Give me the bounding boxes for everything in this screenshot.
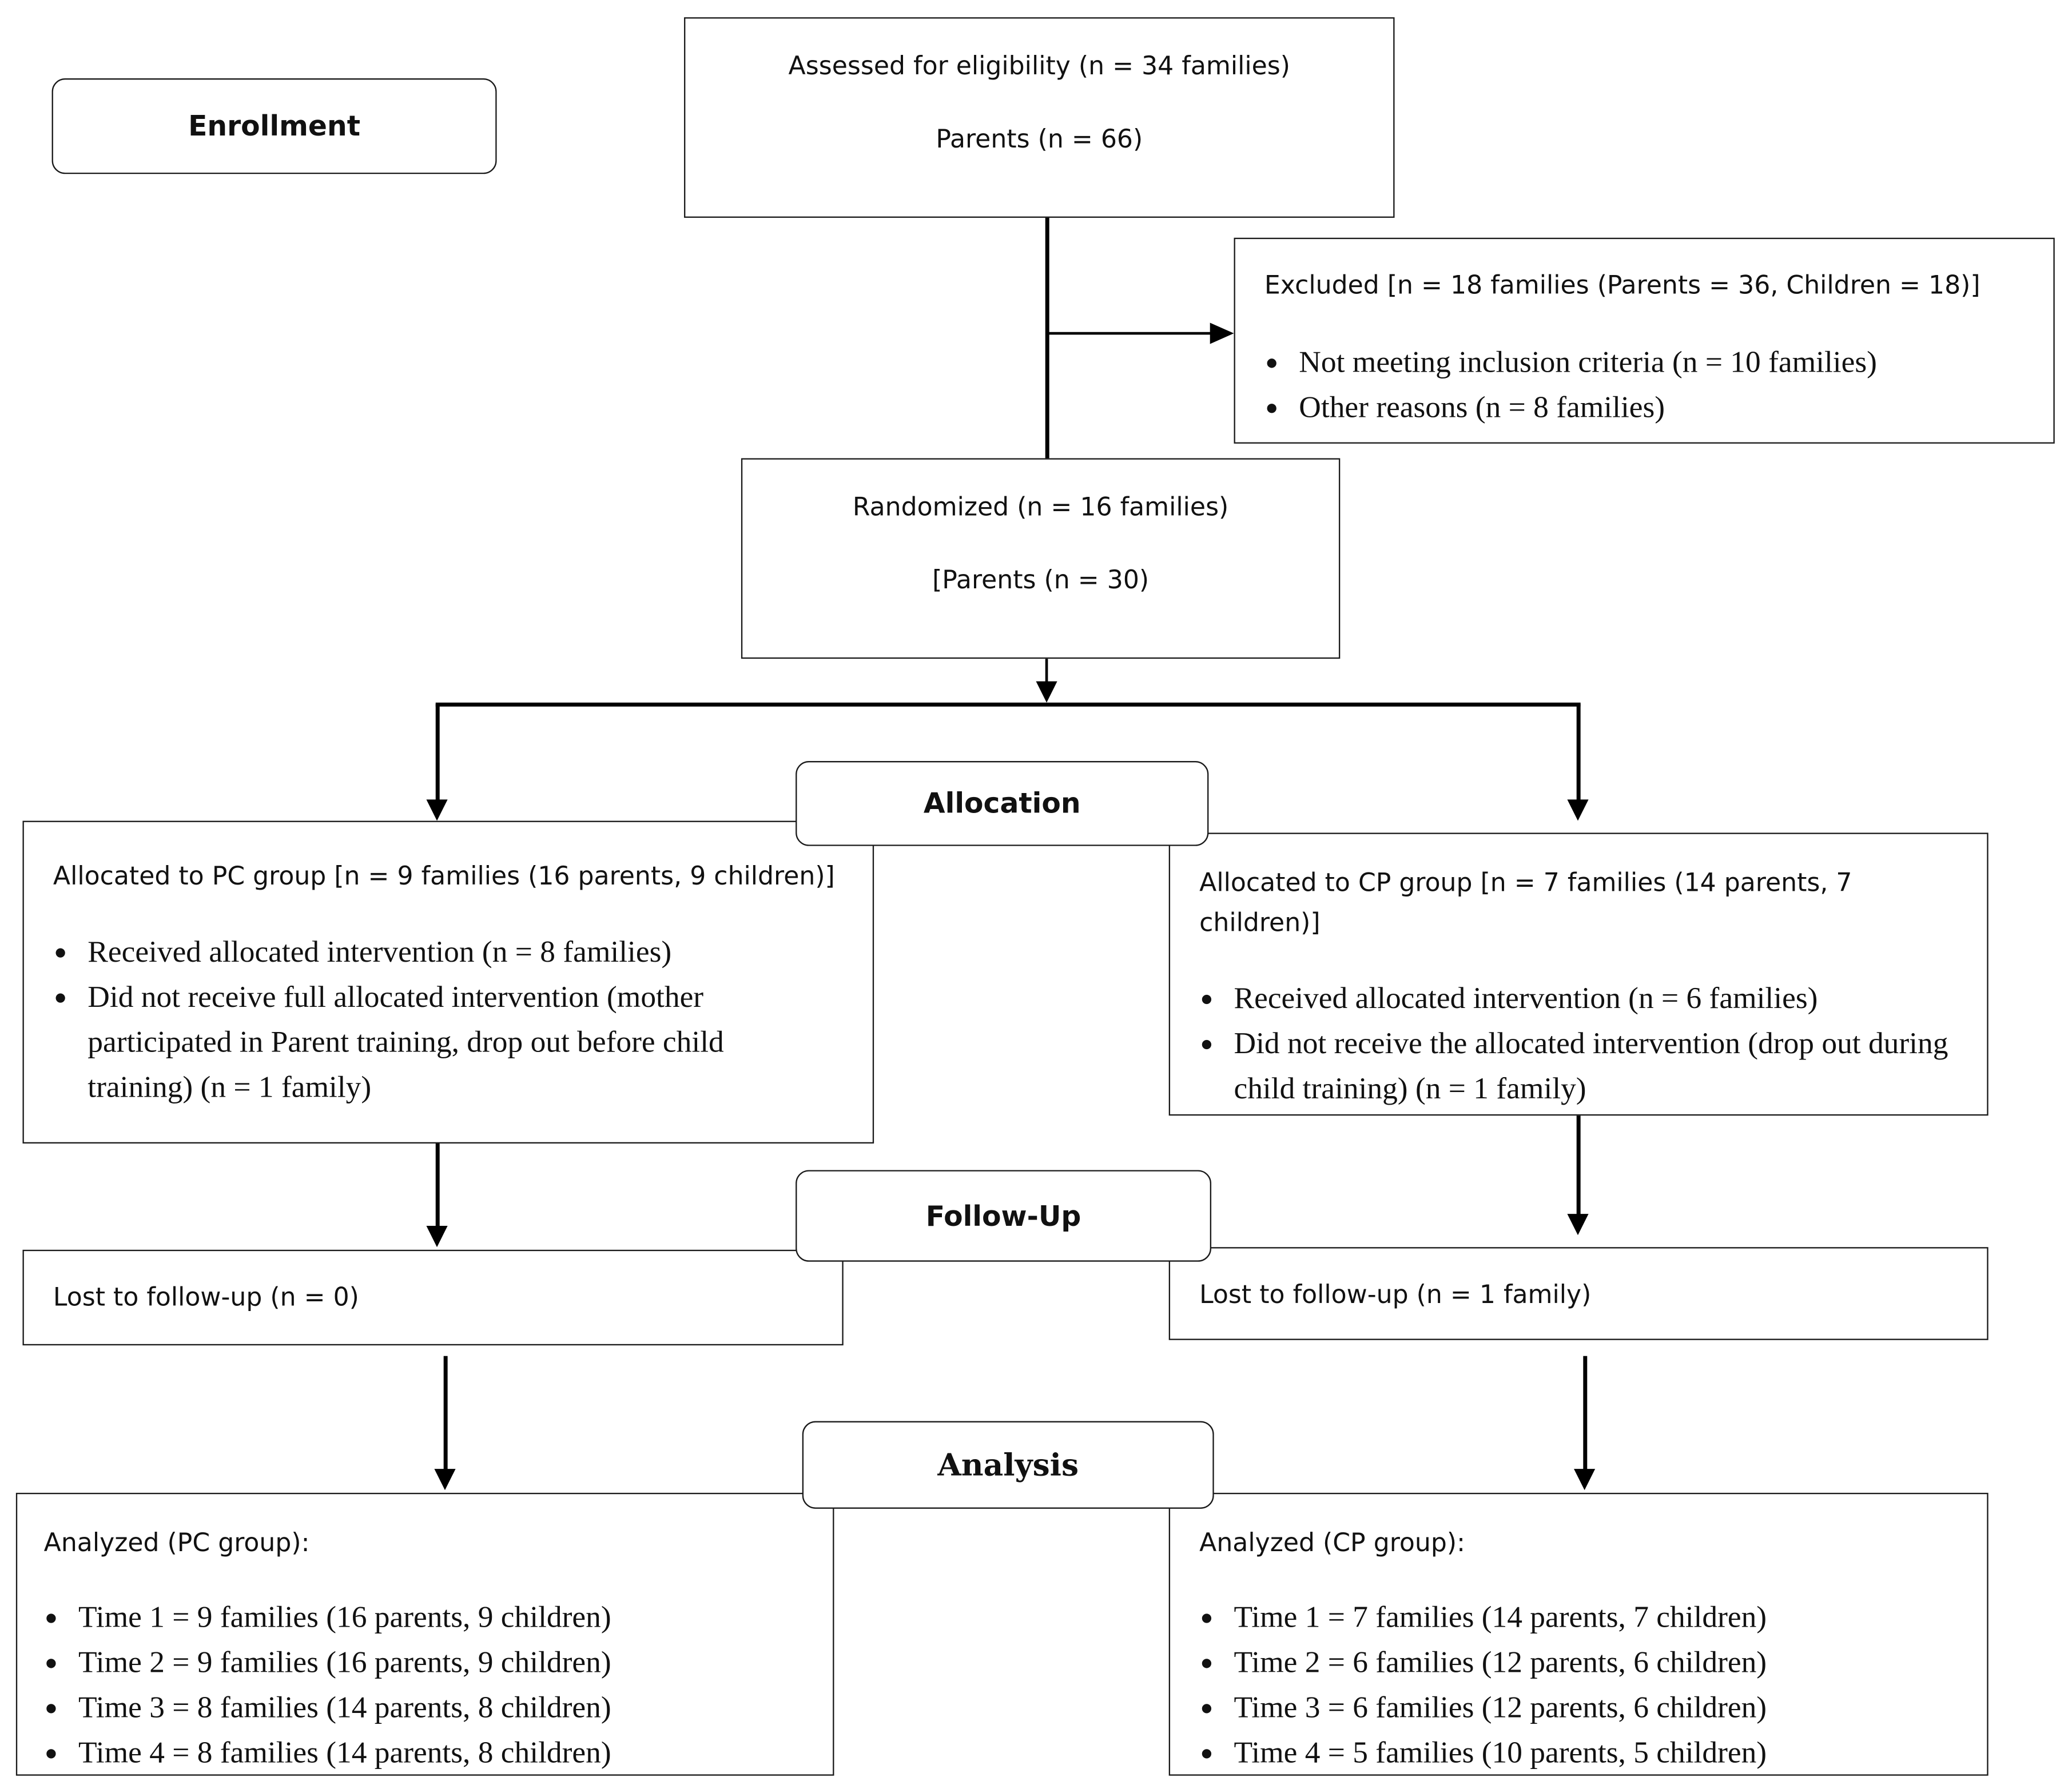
pc-allocation-title: Allocated to PC group [n = 9 families (1… bbox=[53, 862, 835, 891]
cp-analysis-timepoints: Time 1 = 7 families (14 parents, 7 child… bbox=[1199, 1595, 1974, 1776]
assessed-parents: Parents (n = 66) bbox=[936, 125, 1143, 154]
pc-allocation-details: Received allocated intervention (n = 8 f… bbox=[53, 930, 833, 1110]
pc-analysis-item: Time 4 = 8 families (14 parents, 8 child… bbox=[44, 1731, 820, 1776]
connector-cp-followup-down bbox=[1583, 1356, 1588, 1471]
cp-analysis-item: Time 1 = 7 families (14 parents, 7 child… bbox=[1199, 1595, 1974, 1640]
connector-split-horizontal bbox=[435, 702, 1581, 707]
stage-follow-up: Follow-Up bbox=[796, 1170, 1212, 1262]
arrow-randomized-split bbox=[1036, 681, 1057, 703]
excluded-reason-item: Other reasons (n = 8 families) bbox=[1264, 385, 2040, 431]
arrow-to-pc-analysis bbox=[434, 1469, 456, 1491]
connector-to-excluded bbox=[1048, 332, 1213, 335]
assessed-count: Assessed for eligibility (n = 34 familie… bbox=[788, 51, 1290, 81]
arrow-to-cp-allocation bbox=[1567, 799, 1589, 821]
pc-followup-box: Lost to follow-up (n = 0) bbox=[22, 1249, 844, 1346]
connector-randomized-down bbox=[1045, 659, 1048, 683]
arrow-to-cp-followup bbox=[1567, 1214, 1589, 1236]
pc-analysis-list-clip: Time 1 = 9 families (16 parents, 9 child… bbox=[17, 1595, 833, 1769]
cp-allocation-item: Received allocated intervention (n = 6 f… bbox=[1199, 976, 1960, 1021]
cp-allocation-title-line2: children)] bbox=[1199, 908, 1321, 938]
stage-allocation: Allocation bbox=[796, 761, 1209, 846]
cp-allocation-details: Received allocated intervention (n = 6 f… bbox=[1199, 976, 1960, 1111]
cp-analysis-item: Time 3 = 6 families (12 parents, 6 child… bbox=[1199, 1686, 1974, 1731]
pc-followup-text: Lost to follow-up (n = 0) bbox=[53, 1282, 359, 1313]
arrow-to-pc-followup bbox=[426, 1226, 448, 1248]
connector-split-left bbox=[435, 704, 440, 801]
pc-allocation-box: Allocated to PC group [n = 9 families (1… bbox=[22, 820, 874, 1144]
cp-followup-box: Lost to follow-up (n = 1 family) bbox=[1168, 1247, 1989, 1340]
pc-analysis-item: Time 1 = 9 families (16 parents, 9 child… bbox=[44, 1595, 820, 1640]
pc-analysis-box: Analyzed (PC group): Time 1 = 9 families… bbox=[15, 1492, 834, 1776]
cp-allocation-item: Did not receive the allocated interventi… bbox=[1199, 1021, 1960, 1111]
pc-allocation-item: Did not receive full allocated intervent… bbox=[53, 975, 833, 1110]
pc-analysis-item: Time 2 = 9 families (16 parents, 9 child… bbox=[44, 1640, 820, 1686]
connector-cp-allocation-down bbox=[1576, 1114, 1581, 1216]
cp-analysis-list-clip: Time 1 = 7 families (14 parents, 7 child… bbox=[1170, 1595, 1987, 1769]
arrow-to-excluded bbox=[1210, 322, 1234, 344]
arrow-to-cp-analysis bbox=[1574, 1469, 1596, 1491]
connector-split-right bbox=[1576, 704, 1581, 801]
excluded-list-clip: Not meeting inclusion criteria (n = 10 f… bbox=[1235, 332, 2054, 424]
cp-followup-text: Lost to follow-up (n = 1 family) bbox=[1199, 1280, 1592, 1310]
connector-assessed-to-randomized bbox=[1045, 210, 1049, 460]
randomized-box: Randomized (n = 16 families) [Parents (n… bbox=[741, 458, 1341, 659]
cp-allocation-list-clip: Received allocated intervention (n = 6 f… bbox=[1170, 975, 1987, 1105]
cp-allocation-title-line1: Allocated to CP group [n = 7 families (1… bbox=[1199, 868, 1852, 898]
assessed-box: Assessed for eligibility (n = 34 familie… bbox=[684, 17, 1395, 218]
excluded-reason-item: Not meeting inclusion criteria (n = 10 f… bbox=[1264, 340, 2040, 385]
arrow-to-pc-allocation bbox=[426, 799, 448, 821]
connector-pc-allocation-down bbox=[435, 1142, 440, 1228]
pc-analysis-title: Analyzed (PC group): bbox=[43, 1528, 310, 1558]
pc-analysis-timepoints: Time 1 = 9 families (16 parents, 9 child… bbox=[44, 1595, 820, 1776]
excluded-reasons: Not meeting inclusion criteria (n = 10 f… bbox=[1264, 340, 2040, 431]
cp-analysis-item: Time 4 = 5 families (10 parents, 5 child… bbox=[1199, 1731, 1974, 1776]
randomized-count: Randomized (n = 16 families) bbox=[852, 492, 1229, 522]
cp-analysis-box: Analyzed (CP group): Time 1 = 7 families… bbox=[1168, 1492, 1989, 1776]
excluded-box: Excluded [n = 18 families (Parents = 36,… bbox=[1234, 237, 2055, 444]
randomized-parents: [Parents (n = 30) bbox=[932, 565, 1150, 595]
cp-analysis-item: Time 2 = 6 families (12 parents, 6 child… bbox=[1199, 1640, 1974, 1686]
cp-analysis-title: Analyzed (CP group): bbox=[1199, 1528, 1465, 1558]
cp-allocation-box: Allocated to CP group [n = 7 families (1… bbox=[1168, 832, 1989, 1116]
pc-allocation-item: Received allocated intervention (n = 8 f… bbox=[53, 930, 833, 975]
stage-enrollment: Enrollment bbox=[51, 78, 497, 174]
connector-pc-followup-down bbox=[443, 1356, 448, 1471]
stage-analysis: Analysis bbox=[802, 1421, 1214, 1509]
pc-analysis-item: Time 3 = 8 families (14 parents, 8 child… bbox=[44, 1686, 820, 1731]
excluded-title: Excluded [n = 18 families (Parents = 36,… bbox=[1264, 270, 1980, 300]
